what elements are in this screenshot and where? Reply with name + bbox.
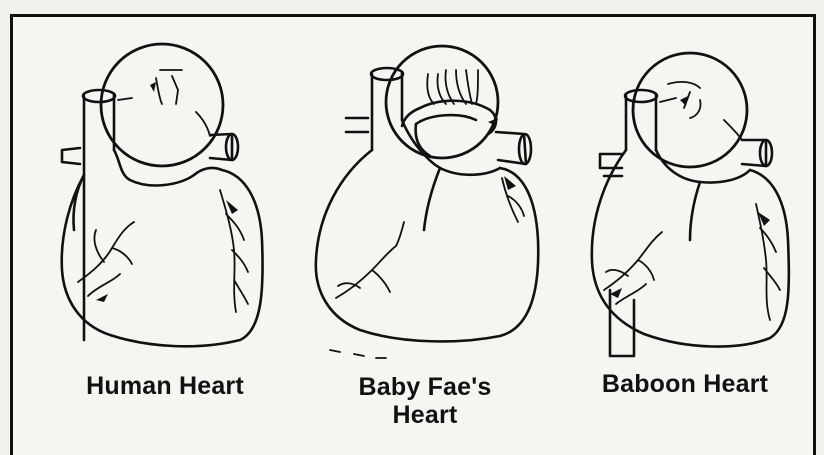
human-heart-label: Human Heart [40, 372, 290, 400]
baby-fae-heart-label-text: Baby Fae's Heart [350, 373, 500, 429]
baboon-heart-label: Baboon Heart [560, 370, 810, 398]
baby-fae-heart-label: Baby Fae's Heart [310, 373, 540, 429]
